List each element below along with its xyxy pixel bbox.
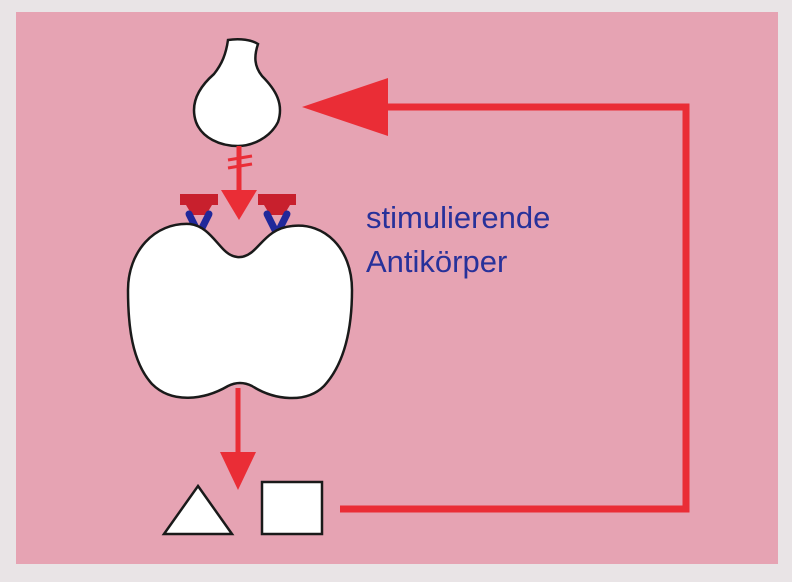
feedback-arrow (302, 78, 690, 513)
pituitary-gland-icon (192, 37, 282, 148)
square-hormone-icon (260, 480, 324, 536)
label-line-2: Antikörper (366, 244, 508, 279)
triangle-hormone-icon (161, 483, 235, 536)
stimulating-antibodies-label: stimulierende Antikörper (366, 196, 550, 284)
thyroid-gland-icon (126, 222, 354, 400)
label-line-1: stimulierende (366, 200, 551, 235)
hormone-release-arrow (220, 388, 256, 490)
receptor-icon (258, 194, 296, 215)
receptor-icon (180, 194, 218, 215)
inhibited-tsh-arrow (221, 146, 257, 220)
